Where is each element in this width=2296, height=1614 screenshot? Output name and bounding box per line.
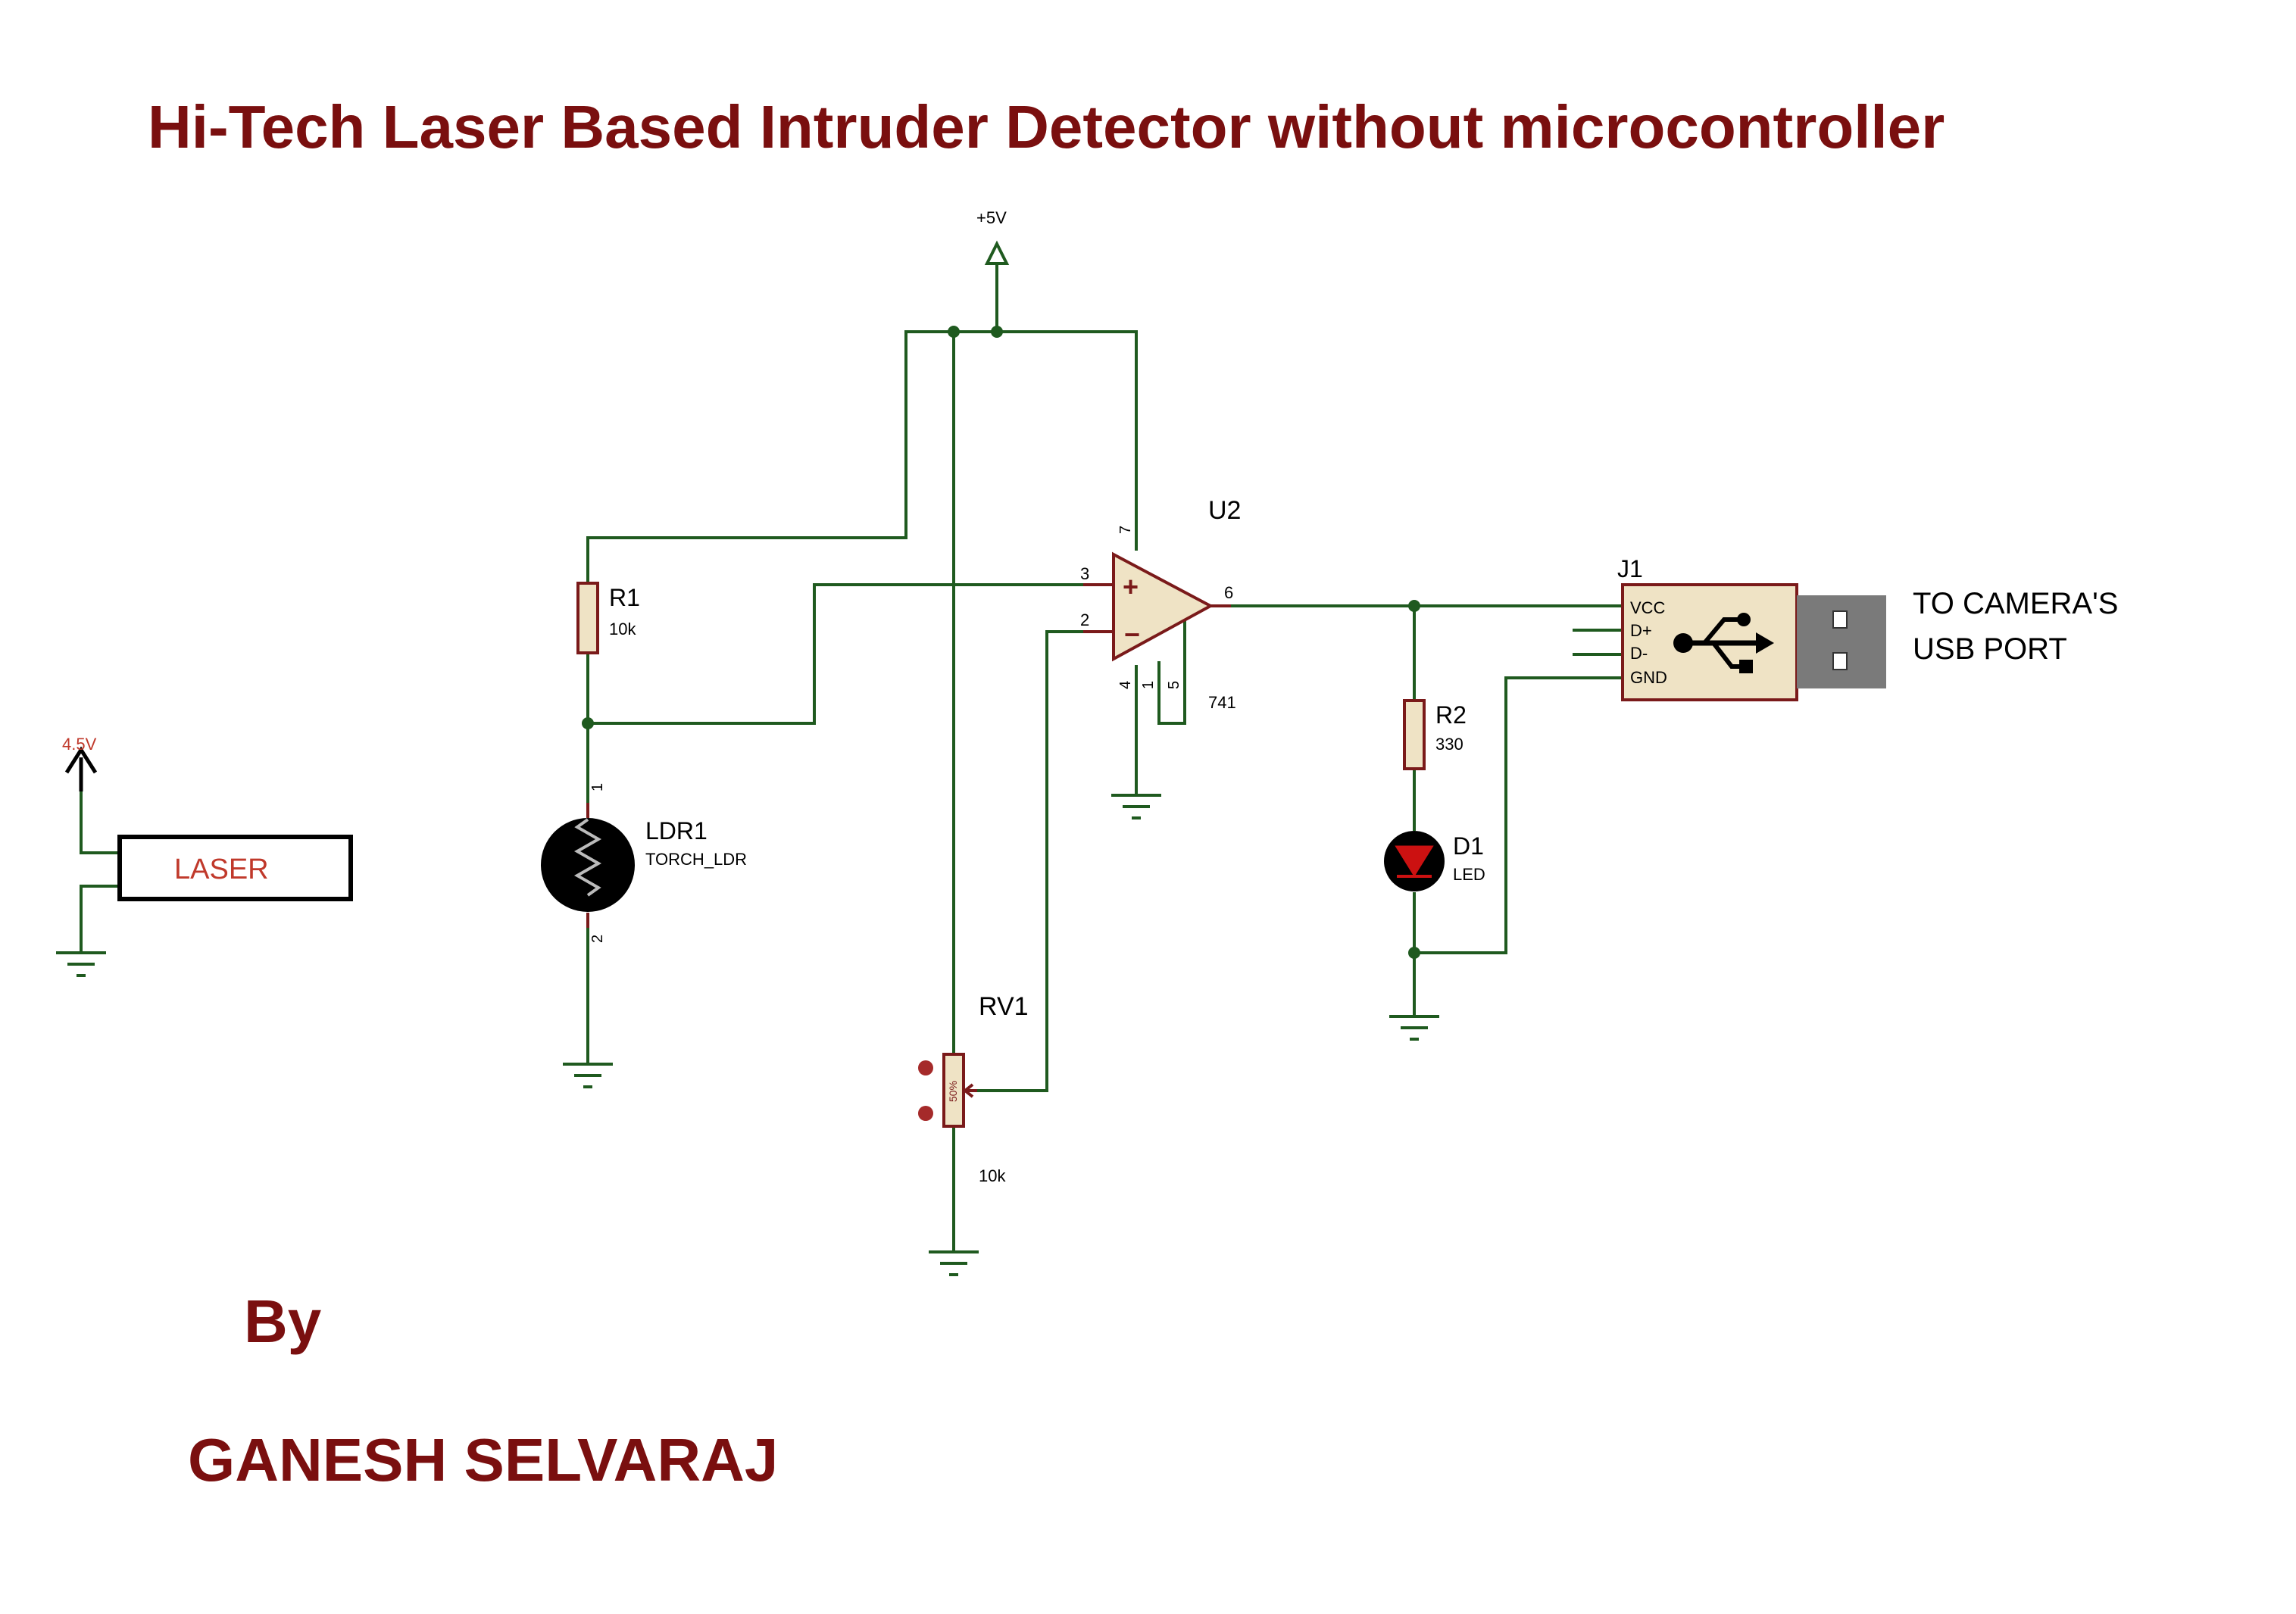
r1-ref: R1 xyxy=(609,584,640,611)
opamp-pin6: 6 xyxy=(1224,583,1233,602)
ground-icon xyxy=(563,1063,613,1088)
opamp-pin3: 3 xyxy=(1080,564,1089,583)
opamp-ref: U2 xyxy=(1208,496,1241,525)
opamp-pin1: 1 xyxy=(1140,681,1157,689)
junctions xyxy=(582,326,1420,959)
resistor-r1: R1 10k xyxy=(576,582,640,654)
laser-body xyxy=(117,835,353,901)
ldr-pin2: 2 xyxy=(589,935,606,943)
led-d1: D1 LED xyxy=(1384,831,1485,891)
vcc-label: +5V xyxy=(976,208,1007,227)
laser-supply-label: 4.5V xyxy=(62,735,97,754)
d1-ref: D1 xyxy=(1453,832,1484,860)
usb-plug xyxy=(1797,595,1886,688)
resistor-r2: R2 330 xyxy=(1403,699,1467,770)
usb-pin-vcc: VCC xyxy=(1630,598,1666,617)
usb-note-line1: TO CAMERA'S xyxy=(1913,587,2118,620)
ldr-ref: LDR1 xyxy=(645,817,708,844)
opamp-pin4: 4 xyxy=(1117,681,1134,689)
usb-pin-dminus: D- xyxy=(1630,644,1648,663)
usb-icon xyxy=(1673,613,1774,673)
usb-ref: J1 xyxy=(1617,555,1643,582)
rv1-setting: 50% xyxy=(947,1081,959,1102)
usb-connector-j1: J1 VCC D+ D- GND TO CAMERA'S USB PORT xyxy=(1617,555,2118,701)
d1-value: LED xyxy=(1453,865,1485,884)
potentiometer-rv1: 50% RV1 10k xyxy=(918,992,1029,1185)
opamp-pin2: 2 xyxy=(1080,610,1089,629)
opamp-pin7: 7 xyxy=(1117,526,1134,534)
opamp-minus: − xyxy=(1124,619,1140,650)
laser-module: 4.5V LASER xyxy=(62,735,353,901)
opamp-body xyxy=(1112,551,1214,662)
r2-ref: R2 xyxy=(1435,701,1467,729)
usb-note-line2: USB PORT xyxy=(1913,632,2067,666)
ground-icon xyxy=(56,951,106,977)
opamp-value: 741 xyxy=(1208,693,1236,712)
page-title: Hi-Tech Laser Based Intruder Detector wi… xyxy=(148,93,1945,161)
r1-value: 10k xyxy=(609,620,636,638)
opamp-plus: + xyxy=(1123,571,1139,602)
rv1-ref: RV1 xyxy=(979,992,1029,1021)
ground-icon xyxy=(1389,1015,1439,1041)
ldr-body xyxy=(541,818,635,912)
rv1-value: 10k xyxy=(979,1166,1006,1185)
vcc-terminal: +5V xyxy=(976,208,1010,265)
ldr-pin1: 1 xyxy=(589,783,606,791)
ground-symbols xyxy=(56,794,1439,1276)
r2-value: 330 xyxy=(1435,735,1464,754)
ground-icon xyxy=(1111,794,1161,819)
ldr-sensor: 1 2 LDR1 TORCH_LDR xyxy=(541,783,747,943)
laser-label: LASER xyxy=(174,854,269,885)
usb-pin-dplus: D+ xyxy=(1630,621,1652,640)
opamp-pin5: 5 xyxy=(1166,681,1182,689)
ldr-value: TORCH_LDR xyxy=(645,850,747,869)
ground-icon xyxy=(929,1250,979,1276)
author-name: GANESH SELVARAJ xyxy=(188,1426,778,1494)
author-by: By xyxy=(244,1288,322,1355)
opamp-u2: + − 3 2 6 7 4 1 5 U2 741 xyxy=(1080,496,1241,712)
wires xyxy=(80,265,1624,1253)
usb-pin-gnd: GND xyxy=(1630,668,1667,687)
